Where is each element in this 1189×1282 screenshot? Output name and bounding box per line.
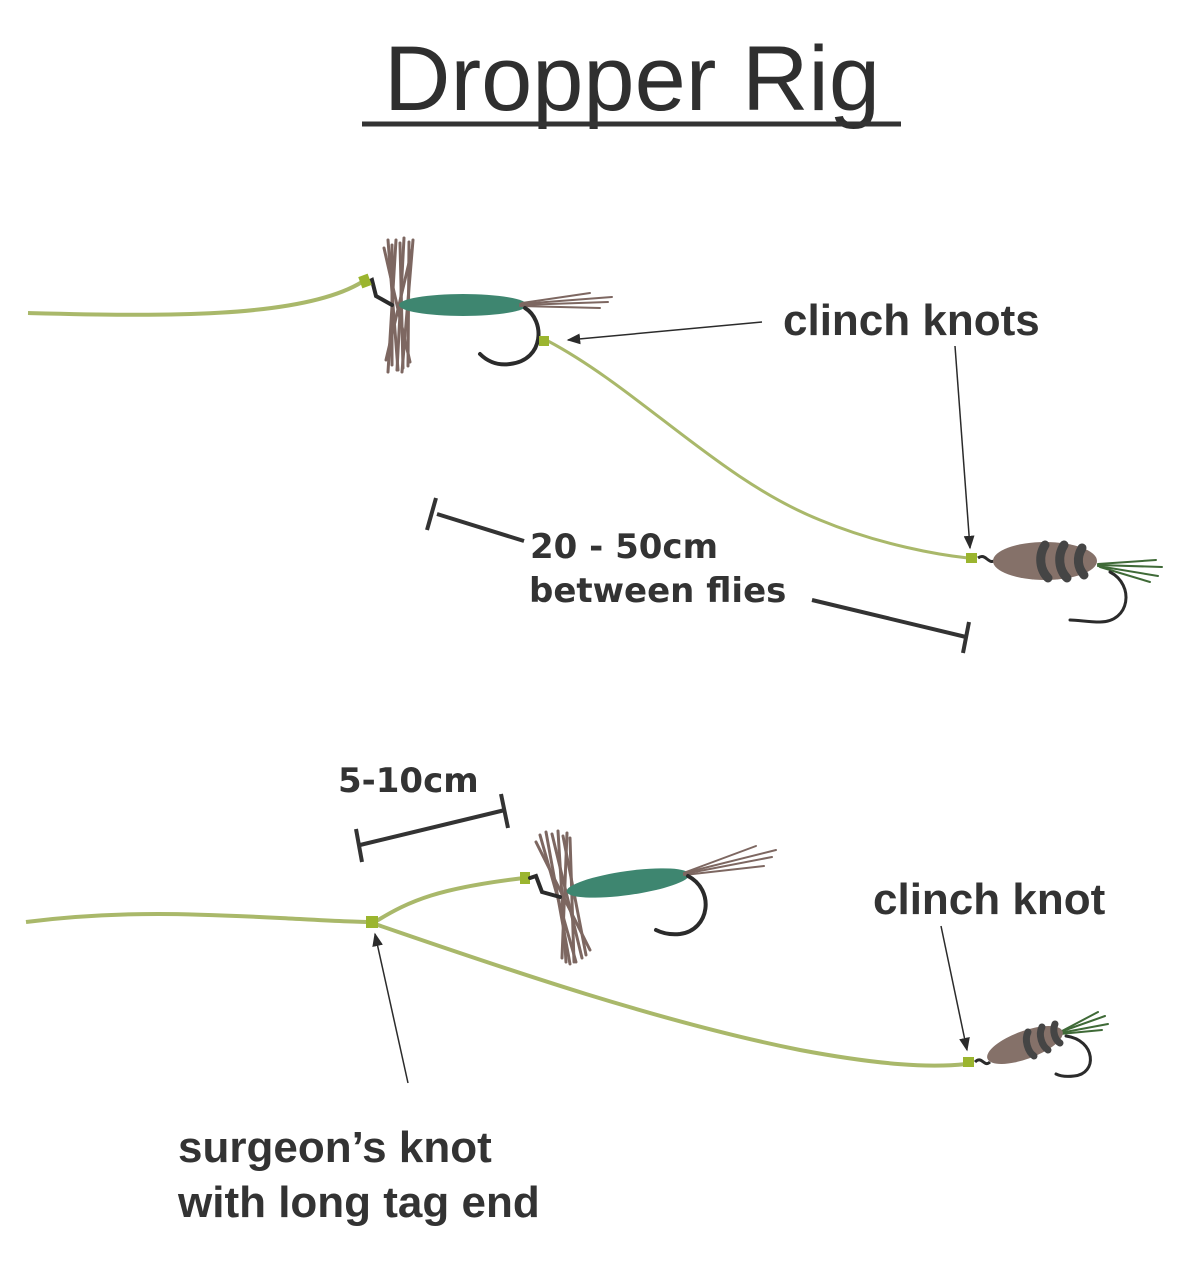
nymph-hook-eye-bottom [973, 1058, 992, 1066]
nymph-ribs-bottom [1022, 1020, 1064, 1060]
nymph-hook-bottom [1054, 1034, 1092, 1078]
label-spacing-line1: 20 - 50cm [530, 527, 718, 567]
measure-bar-start [436, 512, 525, 543]
label-spacing-line2: between flies [529, 571, 786, 611]
label-tag-length: 5-10cm [338, 761, 479, 801]
tag-measure-tick-start [354, 828, 364, 863]
hook-eye-bottom [528, 873, 562, 899]
nymph-tail [1097, 559, 1163, 583]
clinch-knot-dry [358, 273, 372, 289]
arrow-to-nymph-knot-bottom [940, 925, 970, 1052]
arrow-to-surgeons-knot [372, 932, 409, 1084]
nymph-ribs [1036, 540, 1089, 583]
measure-bar-end [811, 598, 967, 639]
label-surgeons-line2: with long tag end [177, 1178, 540, 1227]
measure-tick-start [425, 497, 438, 531]
nymph-tail-bottom [1059, 1011, 1109, 1035]
nymph-hook [1068, 570, 1128, 624]
page-title: Dropper Rig [384, 28, 880, 130]
tag-end-line [373, 876, 525, 924]
dropper-line [547, 339, 969, 560]
surgeons-knot [366, 916, 378, 928]
dry-fly-bottom [520, 829, 777, 966]
point-line [374, 922, 967, 1068]
hook-bend [478, 306, 541, 367]
dry-fly-top [358, 236, 613, 374]
tag-measure-tick-end [499, 793, 510, 829]
clinch-knot-nymph-bottom [963, 1057, 974, 1067]
measure-tick-end [961, 621, 971, 654]
tag-measure-bar [359, 808, 506, 847]
arrow-to-nymph-knot [954, 345, 975, 550]
top-rig: clinch knots 20 - 50cm between flies [27, 236, 1163, 654]
label-clinch-knot: clinch knot [873, 875, 1106, 924]
fly-tail [519, 292, 613, 309]
clinch-knot-nymph [966, 553, 977, 563]
label-surgeons-line1: surgeon’s knot [178, 1123, 492, 1172]
fly-body-bottom [566, 868, 690, 898]
nymph-bottom [963, 1011, 1109, 1078]
arrow-to-dropper-knot [566, 321, 763, 345]
clinch-knot-dry-bottom [520, 872, 530, 884]
bottom-rig: 5-10cm clinch knot surgeon’s knot with l… [25, 761, 1109, 1227]
hook-bend-bottom [654, 874, 708, 937]
fly-body [399, 294, 527, 316]
main-line-bottom [25, 912, 373, 924]
fly-tail-bottom [683, 845, 777, 876]
label-clinch-knots: clinch knots [783, 296, 1040, 345]
hackle-fibers-bottom [534, 829, 592, 966]
clinch-knot-hook-bend [539, 336, 549, 346]
main-line [27, 280, 364, 317]
nymph-top [966, 540, 1163, 624]
